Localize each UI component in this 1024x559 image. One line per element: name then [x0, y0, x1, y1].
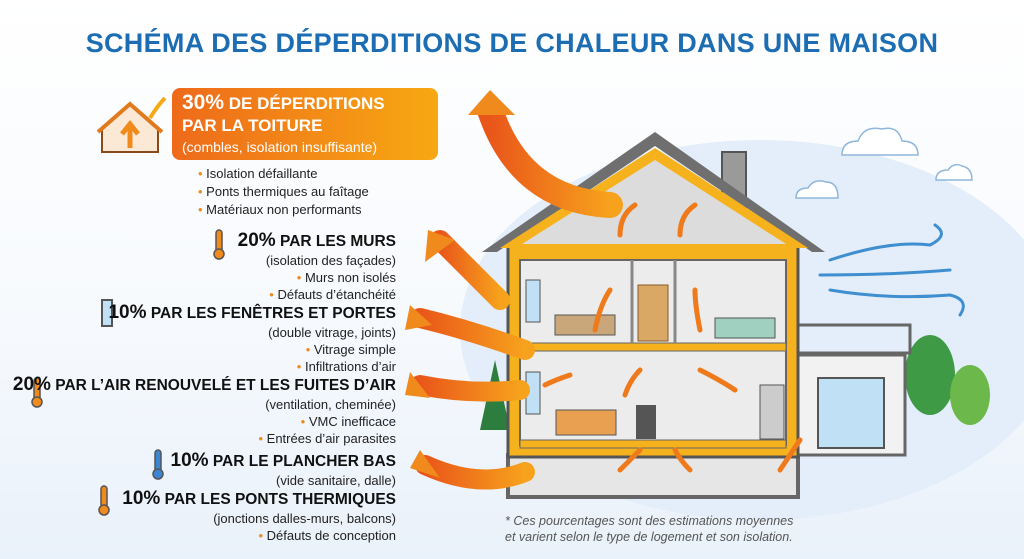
roof-label2: PAR LA TOITURE: [182, 116, 323, 135]
label: PAR L’AIR RENOUVELÉ ET LES FUITES D’AIR: [55, 377, 396, 394]
tree: [950, 365, 990, 425]
floor-section: 10% PAR LE PLANCHER BAS (vide sanitaire,…: [171, 450, 396, 489]
roof-pct: 30%: [182, 91, 225, 114]
bullet: Défauts d’étanchéité: [238, 286, 396, 303]
detail: (ventilation, cheminée): [265, 397, 396, 412]
air-section: 20% PAR L’AIR RENOUVELÉ ET LES FUITES D’…: [13, 374, 396, 447]
pct: 10%: [122, 488, 161, 509]
walls-section: 20% PAR LES MURS (isolation des façades)…: [238, 230, 396, 303]
footnote-line: et varient selon le type de logement et …: [505, 530, 793, 544]
label: PAR LES MURS: [280, 233, 396, 250]
detail: (isolation des façades): [265, 253, 396, 268]
page-title: SCHÉMA DES DÉPERDITIONS DE CHALEUR DANS …: [85, 28, 939, 58]
bullet: Matériaux non performants: [198, 201, 369, 219]
detail: (vide sanitaire, dalle): [276, 473, 396, 488]
cloud-icon: [795, 127, 973, 199]
bullet: Entrées d’air parasites: [13, 430, 396, 447]
bullet: Vitrage simple: [108, 341, 396, 358]
label: PAR LE PLANCHER BAS: [212, 453, 396, 470]
tree: [905, 335, 955, 415]
detail: (double vitrage, joints): [268, 325, 396, 340]
heat-loss-arrows: [410, 97, 623, 490]
footnote: * Ces pourcentages sont des estimations …: [505, 513, 793, 545]
window-icon: [101, 299, 113, 327]
pct: 10%: [108, 302, 147, 323]
thermometer-cold-icon: [152, 449, 164, 480]
heat-loss-arrowheads: [405, 90, 515, 478]
pct: 10%: [170, 450, 209, 471]
pct: 20%: [12, 374, 51, 395]
thermometer-icon: [31, 229, 225, 516]
bullet: Murs non isolés: [238, 269, 396, 286]
detail: (jonctions dalles-murs, balcons): [213, 511, 396, 526]
windows-section: 10% PAR LES FENÊTRES ET PORTES (double v…: [108, 302, 396, 375]
bullet: Ponts thermiques au faîtage: [198, 183, 369, 201]
label: PAR LES PONTS THERMIQUES: [164, 491, 396, 508]
thermal-bridges-section: 10% PAR LES PONTS THERMIQUES (jonctions …: [122, 488, 396, 544]
roof-bullets: Isolation défaillante Ponts thermiques a…: [198, 165, 369, 219]
footnote-line: * Ces pourcentages sont des estimations …: [505, 514, 794, 528]
roof-detail: (combles, isolation insuffisante): [182, 139, 378, 155]
bullet: Défauts de conception: [122, 527, 396, 544]
label: PAR LES FENÊTRES ET PORTES: [150, 305, 396, 322]
bullet: VMC inefficace: [13, 413, 396, 430]
wind-icon: [818, 223, 965, 317]
house-heat-icon: [96, 96, 167, 153]
pct: 20%: [237, 230, 276, 251]
roof-label1: DE DÉPERDITIONS: [228, 94, 385, 113]
bullet: Isolation défaillante: [198, 165, 369, 183]
bullet: Infiltrations d’air: [108, 358, 396, 375]
roof-callout: 30% DE DÉPERDITIONS PAR LA TOITURE (comb…: [172, 88, 438, 160]
internal-heat-arrows: [542, 202, 803, 473]
